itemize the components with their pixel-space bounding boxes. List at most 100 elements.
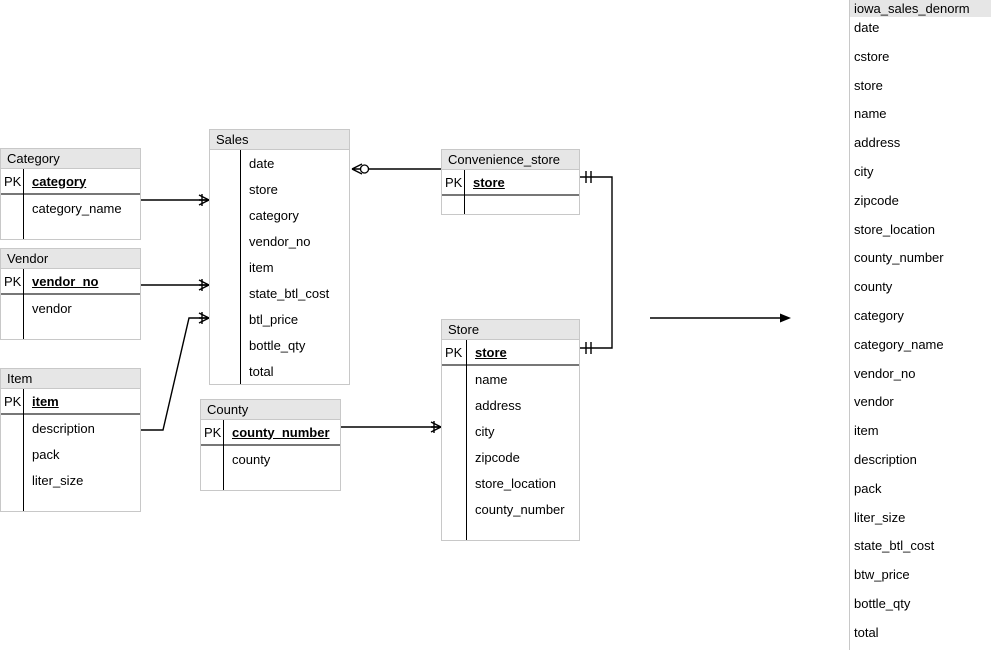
connector-vendor-sales bbox=[141, 279, 210, 291]
field-name: store bbox=[249, 181, 278, 197]
denorm-column: category_name bbox=[854, 336, 944, 352]
field-name: vendor_no bbox=[32, 273, 99, 289]
field-name: pack bbox=[32, 446, 60, 462]
connector-convenience-store-store bbox=[580, 171, 613, 354]
field-name: city bbox=[475, 423, 495, 439]
denorm-column: item bbox=[854, 423, 879, 439]
denorm-title: iowa_sales_denorm bbox=[850, 0, 991, 17]
field-name: liter_size bbox=[32, 472, 84, 488]
pk-marker: PK bbox=[4, 173, 22, 189]
entity-title-vendor: Vendor bbox=[1, 249, 140, 269]
denorm-column: liter_size bbox=[854, 509, 906, 525]
entity-row: liter_size bbox=[1, 467, 140, 493]
entity-row: PK vendor_no bbox=[1, 269, 140, 295]
field-name: vendor_no bbox=[249, 233, 311, 249]
entity-title-item: Item bbox=[1, 369, 140, 389]
denorm-column: category bbox=[854, 307, 904, 323]
field-name: vendor bbox=[32, 300, 72, 316]
field-name: store bbox=[475, 344, 507, 360]
entity-row: state_btl_cost bbox=[210, 280, 349, 306]
entity-row-spacer bbox=[442, 522, 579, 540]
field-name: store_location bbox=[475, 475, 556, 491]
entity-title-store: Store bbox=[442, 320, 579, 340]
connector-category-sales bbox=[141, 194, 210, 206]
flow-arrow-icon bbox=[650, 313, 791, 323]
pk-marker: PK bbox=[445, 344, 463, 360]
denorm-column: address bbox=[854, 135, 901, 151]
entity-row: total bbox=[210, 358, 349, 384]
field-name: description bbox=[32, 420, 95, 436]
entity-title-convenience_store: Convenience_store bbox=[442, 150, 579, 170]
entity-row: zipcode bbox=[442, 444, 579, 470]
field-name: state_btl_cost bbox=[249, 285, 330, 301]
entity-row: address bbox=[442, 392, 579, 418]
field-name: county bbox=[232, 451, 271, 467]
entity-fields-category: PK category category_name bbox=[1, 169, 140, 239]
entity-row: county bbox=[201, 446, 340, 472]
entity-row: vendor bbox=[1, 295, 140, 321]
entity-row: category bbox=[210, 202, 349, 228]
field-name: county_number bbox=[232, 424, 330, 440]
entity-row: item bbox=[210, 254, 349, 280]
field-name: name bbox=[475, 371, 508, 387]
denorm-column: date bbox=[854, 20, 880, 35]
denorm-column: store_location bbox=[854, 221, 935, 237]
field-name: bottle_qty bbox=[249, 337, 306, 353]
entity-row-spacer bbox=[1, 493, 140, 511]
entity-row-spacer bbox=[1, 221, 140, 239]
denorm-column: county_number bbox=[854, 250, 944, 266]
denorm-column: vendor_no bbox=[854, 365, 916, 381]
field-name: category bbox=[32, 173, 87, 189]
denorm-column: county bbox=[854, 279, 893, 295]
field-name: county_number bbox=[475, 501, 565, 517]
entity-row: PK category bbox=[1, 169, 140, 195]
denorm-column: name bbox=[854, 106, 887, 122]
pk-marker: PK bbox=[445, 174, 463, 190]
entity-fields-store: PK store name address city zipcode store_locat… bbox=[442, 340, 579, 540]
connector-item-sales bbox=[141, 312, 210, 431]
field-name: item bbox=[32, 393, 59, 409]
entity-row: description bbox=[1, 415, 140, 441]
entity-fields-convenience_store: PK store bbox=[442, 170, 579, 214]
field-name: item bbox=[249, 259, 274, 275]
entity-row-spacer bbox=[201, 472, 340, 490]
denorm-column: zipcode bbox=[854, 192, 899, 208]
entity-title-category: Category bbox=[1, 149, 140, 169]
entity-row: pack bbox=[1, 441, 140, 467]
denorm-column: state_btl_cost bbox=[854, 538, 935, 554]
entity-row: name bbox=[442, 366, 579, 392]
pk-marker: PK bbox=[4, 393, 22, 409]
entity-row: PK store bbox=[442, 170, 579, 196]
entity-row: category_name bbox=[1, 195, 140, 221]
denorm-column: description bbox=[854, 451, 917, 467]
entity-title-county: County bbox=[201, 400, 340, 420]
denorm-column: store bbox=[854, 77, 883, 93]
entity-row: city bbox=[442, 418, 579, 444]
entity-row-spacer bbox=[442, 196, 579, 214]
pk-marker: PK bbox=[204, 424, 222, 440]
entity-row: store_location bbox=[442, 470, 579, 496]
denorm-column: total bbox=[854, 624, 879, 640]
field-name: address bbox=[475, 397, 522, 413]
entity-row: date bbox=[210, 150, 349, 176]
pk-marker: PK bbox=[4, 273, 22, 289]
entity-row: store bbox=[210, 176, 349, 202]
denorm-column: vendor bbox=[854, 394, 894, 410]
entity-row: vendor_no bbox=[210, 228, 349, 254]
entity-row: PK county_number bbox=[201, 420, 340, 446]
field-name: store bbox=[473, 174, 505, 190]
entity-row: county_number bbox=[442, 496, 579, 522]
entity-row: PK store bbox=[442, 340, 579, 366]
entity-title-sales: Sales bbox=[210, 130, 349, 150]
